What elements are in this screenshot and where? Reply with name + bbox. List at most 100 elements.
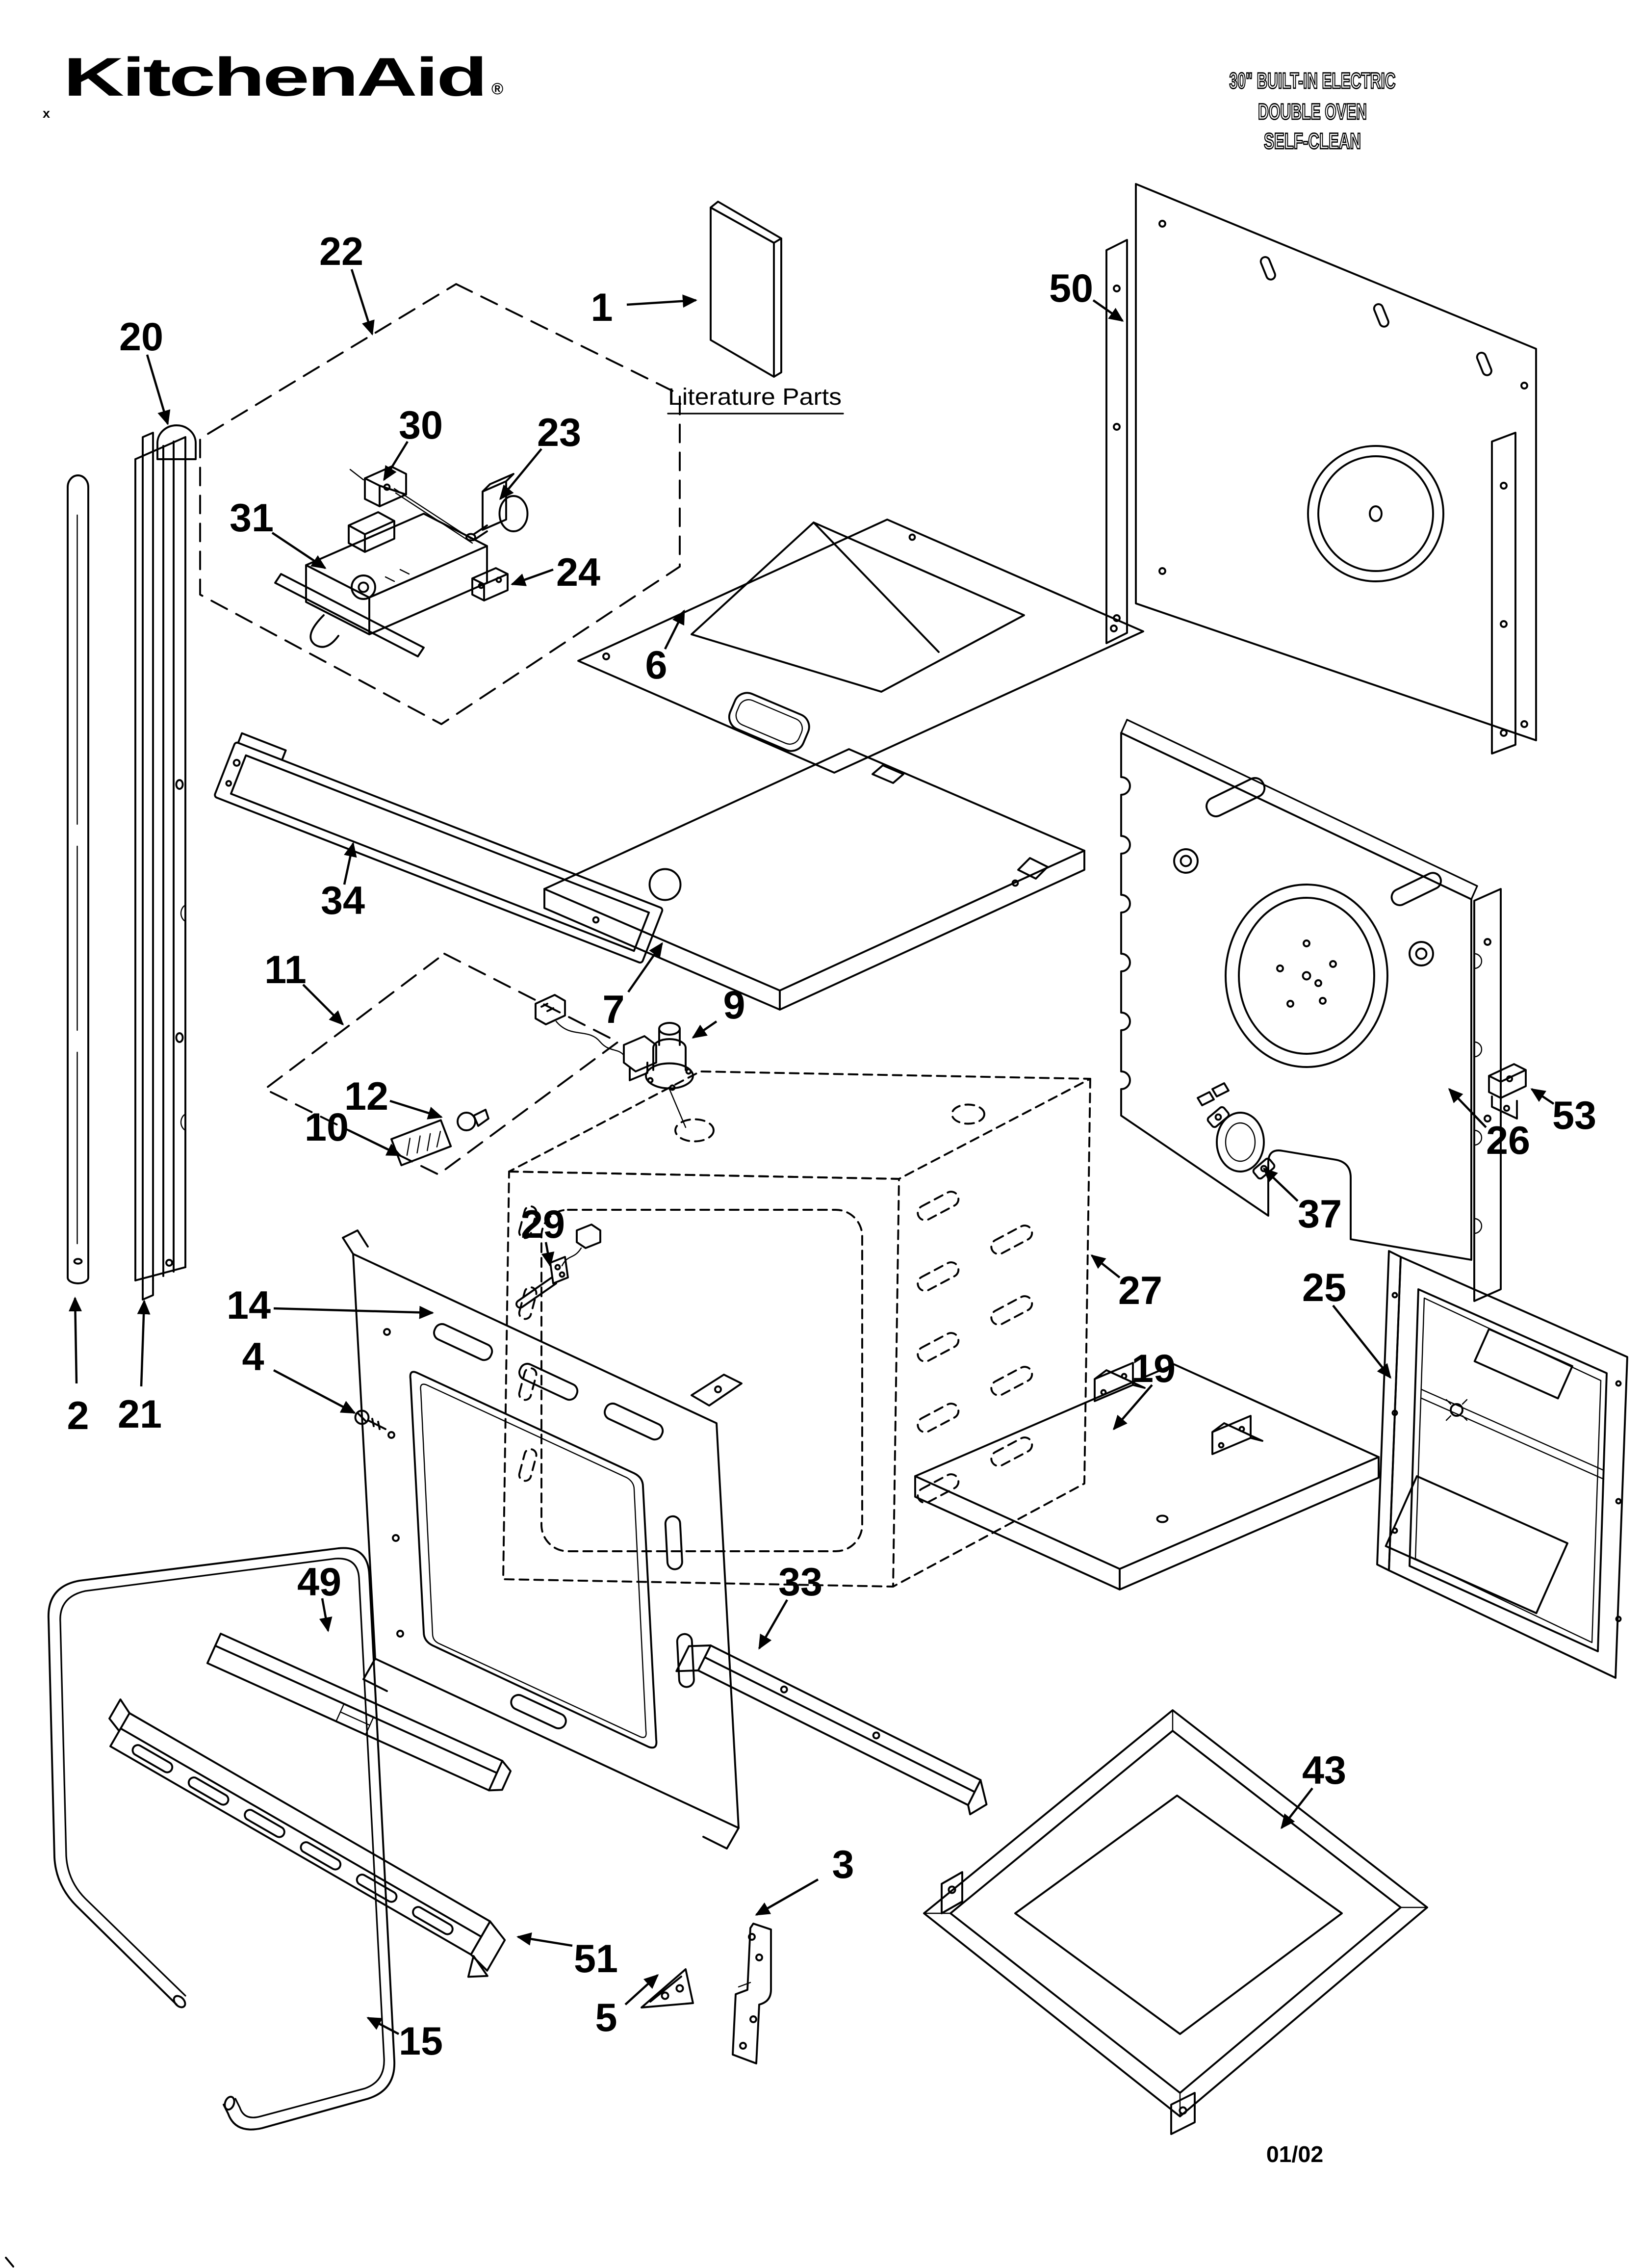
leader-9 bbox=[692, 1020, 718, 1039]
registered-mark: ® bbox=[491, 79, 503, 98]
leader-22 bbox=[350, 269, 375, 336]
part-2-side-trim bbox=[67, 474, 89, 1284]
corner-mark: x bbox=[43, 106, 50, 121]
part-29-temperature-sensor bbox=[515, 1224, 601, 1309]
title-line-3: SELF-CLEAN bbox=[1264, 129, 1361, 154]
leader-26 bbox=[1448, 1088, 1487, 1128]
part-label-21: 21 bbox=[118, 1392, 162, 1436]
part-label-5: 5 bbox=[595, 1996, 617, 2040]
literature-parts-label: Literature Parts bbox=[668, 384, 842, 410]
part-label-22: 22 bbox=[319, 230, 363, 274]
part-34-vent-grille bbox=[214, 732, 664, 964]
part-21-side-trim-channel bbox=[134, 432, 186, 1301]
part-label-30: 30 bbox=[399, 403, 443, 447]
leader-19 bbox=[1113, 1384, 1153, 1431]
part-53-terminal-bracket bbox=[1488, 1063, 1527, 1120]
part-33-side-rail bbox=[675, 1644, 988, 1816]
part-43-bottom-tray bbox=[923, 1709, 1428, 2135]
part-10-lens-glass bbox=[390, 1119, 452, 1167]
leader-11 bbox=[302, 984, 344, 1026]
leader-53 bbox=[1530, 1088, 1555, 1105]
revision-date: 01/02 bbox=[1266, 2141, 1323, 2167]
part-label-23: 23 bbox=[537, 411, 581, 455]
part-label-51: 51 bbox=[574, 1937, 618, 1981]
part-number-labels: 1 2 3 4 5 6 7 9 10 11 12 14 15 19 20 21 … bbox=[67, 230, 1596, 2063]
leader-6 bbox=[664, 609, 686, 650]
part-label-3: 3 bbox=[832, 1843, 854, 1887]
part-label-11: 11 bbox=[264, 948, 307, 992]
part-37-thermal-limiter bbox=[1197, 1082, 1276, 1180]
leader-arrows bbox=[68, 269, 1555, 2035]
leader-24 bbox=[511, 568, 554, 586]
leader-33 bbox=[758, 1599, 788, 1650]
leader-7 bbox=[627, 942, 663, 993]
brand-logo: KitchenAid bbox=[63, 47, 486, 107]
part-12-lamp-socket bbox=[457, 994, 657, 1131]
leader-27 bbox=[1090, 1254, 1121, 1278]
part-label-14: 14 bbox=[227, 1283, 271, 1328]
part-label-43: 43 bbox=[1302, 1748, 1346, 1793]
part-1-literature-booklet bbox=[710, 201, 782, 378]
part-3-mounting-bracket bbox=[732, 1923, 772, 2064]
leader-43 bbox=[1281, 1787, 1313, 1829]
title-line-1: 30" BUILT-IN ELECTRIC bbox=[1230, 68, 1396, 93]
part-label-1: 1 bbox=[590, 286, 613, 330]
part-7-top-panel bbox=[543, 748, 1085, 1011]
part-15-door-gasket bbox=[48, 1547, 395, 2131]
leader-15 bbox=[366, 2017, 400, 2035]
literature-parts-caption: Literature Parts bbox=[667, 384, 844, 415]
leader-34 bbox=[343, 842, 357, 885]
part-11-light-kit-boundary bbox=[264, 953, 619, 1175]
part-label-4: 4 bbox=[242, 1335, 264, 1379]
model-title: 30" BUILT-IN ELECTRIC DOUBLE OVEN SELF-C… bbox=[1229, 68, 1396, 155]
part-label-37: 37 bbox=[1298, 1192, 1342, 1236]
title-line-2: DOUBLE OVEN bbox=[1258, 99, 1367, 124]
leader-1 bbox=[626, 294, 697, 308]
part-26-rear-panel bbox=[1120, 719, 1502, 1302]
part-19-shelf-panel bbox=[914, 1362, 1380, 1590]
part-label-15: 15 bbox=[399, 2019, 443, 2063]
part-label-49: 49 bbox=[297, 1560, 341, 1604]
part-25-side-panel bbox=[1376, 1250, 1628, 1679]
leader-21 bbox=[137, 1300, 151, 1387]
part-6-top-shield bbox=[577, 519, 1144, 774]
part-label-19: 19 bbox=[1131, 1347, 1176, 1391]
part-label-2: 2 bbox=[67, 1394, 89, 1438]
part-label-34: 34 bbox=[321, 879, 365, 923]
part-label-53: 53 bbox=[1552, 1094, 1596, 1138]
part-31-latch-base bbox=[274, 511, 488, 657]
leader-20 bbox=[146, 354, 171, 425]
part-22-latch-assembly-boundary bbox=[199, 283, 681, 725]
leader-12 bbox=[389, 1099, 443, 1120]
part-5-corner-bracket bbox=[641, 1968, 694, 2008]
part-label-12: 12 bbox=[344, 1074, 388, 1119]
leader-37 bbox=[1262, 1167, 1299, 1202]
leader-5 bbox=[624, 1974, 659, 2006]
part-24-door-switch bbox=[471, 567, 509, 601]
part-label-9: 9 bbox=[723, 983, 745, 1027]
part-4-screw bbox=[354, 1409, 386, 1430]
leader-49 bbox=[319, 1598, 333, 1632]
leader-29 bbox=[541, 1242, 555, 1267]
part-label-24: 24 bbox=[556, 550, 600, 595]
leader-50 bbox=[1092, 299, 1124, 322]
part-label-6: 6 bbox=[645, 643, 667, 687]
part-50-rear-access-panel bbox=[1105, 183, 1537, 755]
part-label-26: 26 bbox=[1486, 1119, 1530, 1163]
part-9-vent-tube bbox=[645, 1022, 694, 1128]
part-label-20: 20 bbox=[119, 315, 163, 359]
part-49-support-bar bbox=[206, 1633, 512, 1792]
leader-30 bbox=[383, 441, 409, 481]
part-23-latch-solenoid bbox=[465, 473, 529, 542]
leader-31 bbox=[271, 532, 327, 569]
leader-3 bbox=[755, 1878, 819, 1916]
leader-4 bbox=[273, 1369, 356, 1414]
part-51-bottom-vent-rail bbox=[108, 1698, 506, 1978]
page-corner-mark bbox=[5, 2257, 14, 2268]
part-14-front-frame bbox=[342, 1229, 743, 1850]
part-label-10: 10 bbox=[305, 1105, 349, 1149]
part-label-7: 7 bbox=[602, 988, 624, 1032]
leader-25 bbox=[1332, 1304, 1391, 1379]
part-label-33: 33 bbox=[778, 1560, 822, 1604]
